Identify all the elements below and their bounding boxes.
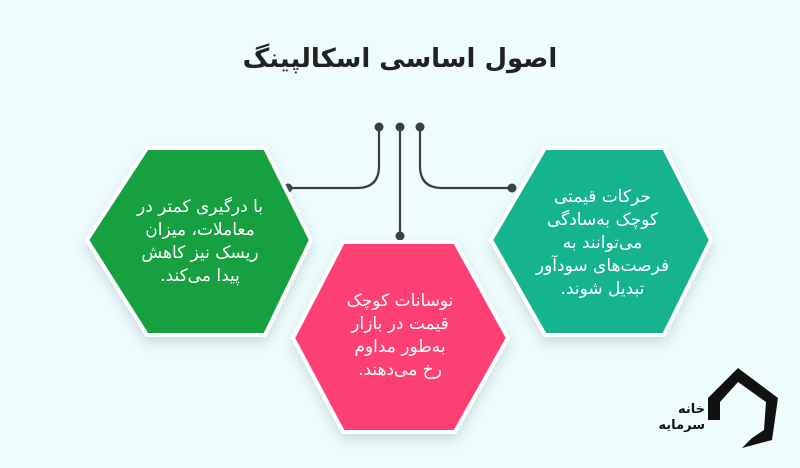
logo-line-1: خانه	[677, 402, 705, 417]
connector-lines	[288, 127, 512, 235]
text-line: می‌توانند به	[562, 233, 643, 253]
text-line: رخ می‌دهند.	[358, 360, 442, 380]
text-line: قیمت در بازار	[351, 314, 449, 334]
logo-line-2: سرمایه	[658, 418, 705, 433]
text-line: به‌طور مداوم	[354, 337, 446, 357]
hexagon-center-text: نوسانات کوچک قیمت در بازار به‌طور مداوم …	[300, 290, 500, 382]
text-line: نوسانات کوچک	[346, 291, 454, 311]
logo-house-icon	[708, 368, 778, 448]
logo-wordmark: خانه سرمایه	[650, 402, 705, 434]
connector-left	[288, 127, 381, 190]
text-line: پیدا می‌کند.	[160, 266, 240, 286]
text-line: حرکات قیمتی	[554, 187, 651, 207]
hexagon-left-text: با درگیری کمتر در معاملات، میزان ریسک نی…	[100, 196, 300, 288]
connector-dots	[283, 122, 517, 241]
text-line: تبدیل شوند.	[560, 279, 645, 299]
hexagon-right	[488, 146, 714, 337]
text-line: معاملات، میزان	[145, 220, 255, 240]
hexagon-left	[84, 146, 314, 337]
text-line: با درگیری کمتر در	[136, 197, 264, 217]
text-line: ریسک نیز کاهش	[141, 243, 259, 263]
text-line: فرصت‌های سودآور	[535, 256, 670, 276]
hexagon-center	[290, 240, 511, 434]
connector-right	[418, 127, 512, 190]
hexagon-right-text: حرکات قیمتی کوچک به‌سادگی می‌توانند به ف…	[500, 186, 705, 301]
text-line: کوچک به‌سادگی	[546, 210, 659, 230]
page-title: اصول اساسی اسکالپینگ	[242, 44, 558, 74]
